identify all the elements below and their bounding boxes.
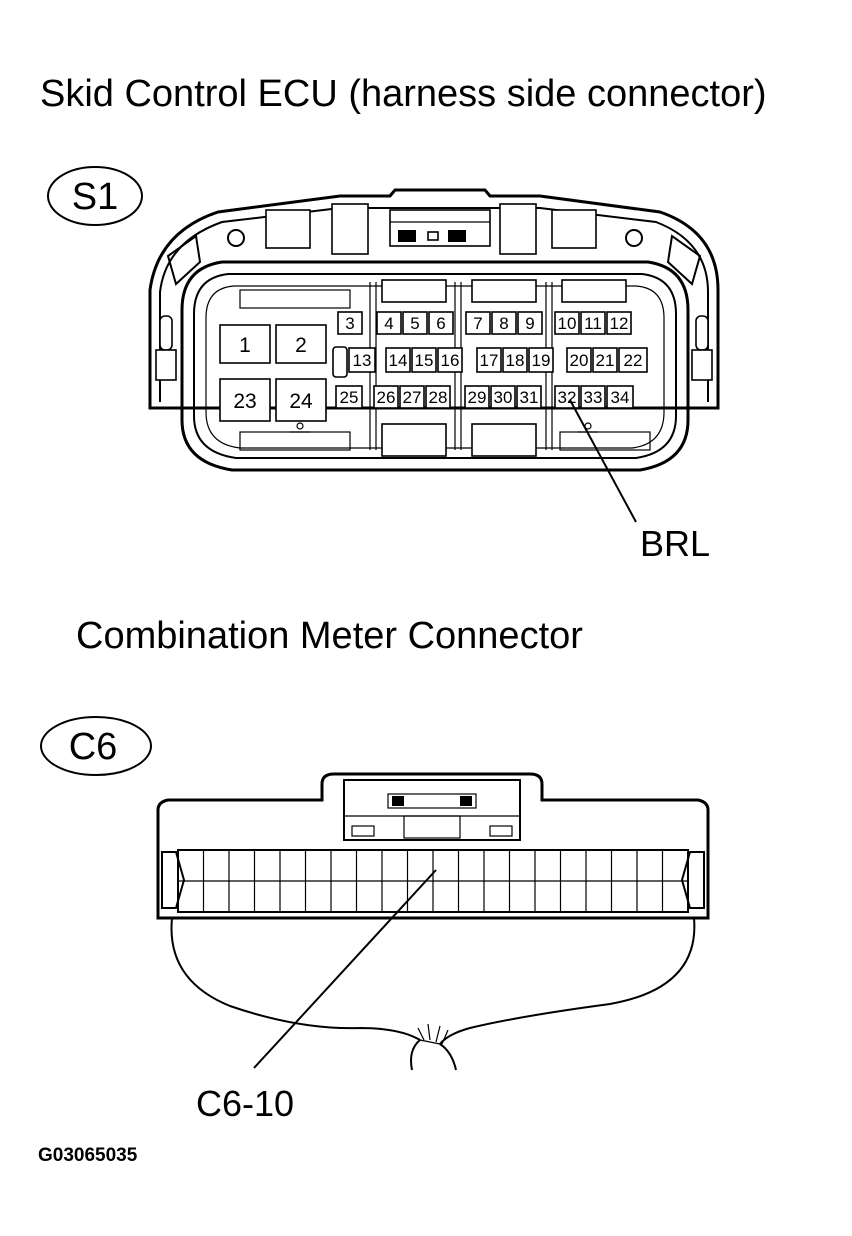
s1-pin-17: 17 — [480, 351, 499, 370]
c6-connector-body — [156, 772, 710, 1071]
brl-label: BRL — [640, 523, 710, 564]
s1-pin-2: 2 — [295, 334, 307, 357]
s1-pin-1: 1 — [239, 334, 251, 357]
s1-pin-22: 22 — [624, 351, 643, 370]
s1-pin-27: 27 — [403, 388, 422, 407]
c6-10-label: C6-10 — [196, 1083, 294, 1124]
s1-pin-23: 23 — [233, 390, 256, 413]
s1-pin-7: 7 — [473, 314, 482, 333]
s1-pin-18: 18 — [506, 351, 525, 370]
s1-pin-28: 28 — [429, 388, 448, 407]
s1-connector-body — [148, 188, 720, 472]
s1-pin-11: 11 — [584, 314, 602, 333]
s1-pin-26: 26 — [377, 388, 396, 407]
s1-pin-3: 3 — [345, 314, 354, 333]
s1-pin-24: 24 — [289, 390, 313, 413]
s1-pin-30: 30 — [494, 388, 513, 407]
s1-pin-12: 12 — [610, 314, 629, 333]
s1-pin-13: 13 — [353, 351, 372, 370]
s1-pin-15: 15 — [415, 351, 434, 370]
s1-pin-4: 4 — [384, 314, 393, 333]
s1-badge-label: S1 — [72, 176, 118, 218]
c6-badge-label: C6 — [69, 726, 118, 768]
s1-pin-29: 29 — [468, 388, 487, 407]
s1-pin-5: 5 — [410, 314, 419, 333]
brl-leader-line — [569, 399, 637, 523]
s1-pin-grid: 1 2 23 24 3 4 5 6 7 8 9 10 11 12 13 14 — [219, 311, 648, 422]
s1-pin-14: 14 — [389, 351, 408, 370]
s1-pin-9: 9 — [525, 314, 534, 333]
s1-pin-6: 6 — [436, 314, 445, 333]
s1-pin-33: 33 — [584, 388, 603, 407]
s1-pin-21: 21 — [596, 351, 615, 370]
s1-pin-19: 19 — [532, 351, 551, 370]
s1-pin-16: 16 — [441, 351, 460, 370]
c6-10-leader-line — [253, 869, 437, 1069]
figure-code: G03065035 — [38, 1145, 138, 1166]
s1-pin-25: 25 — [340, 388, 359, 407]
s1-pin-20: 20 — [570, 351, 589, 370]
c6-badge: C6 — [40, 716, 152, 776]
s1-badge: S1 — [47, 166, 143, 226]
c6-title: Combination Meter Connector — [76, 615, 583, 657]
c6-pin-grid — [202, 850, 664, 912]
s1-title: Skid Control ECU (harness side connector… — [40, 73, 767, 115]
s1-pin-34: 34 — [611, 388, 630, 407]
s1-pin-31: 31 — [520, 388, 539, 407]
s1-pin-10: 10 — [558, 314, 577, 333]
s1-pin-32: 32 — [558, 388, 577, 407]
s1-pin-8: 8 — [499, 314, 508, 333]
